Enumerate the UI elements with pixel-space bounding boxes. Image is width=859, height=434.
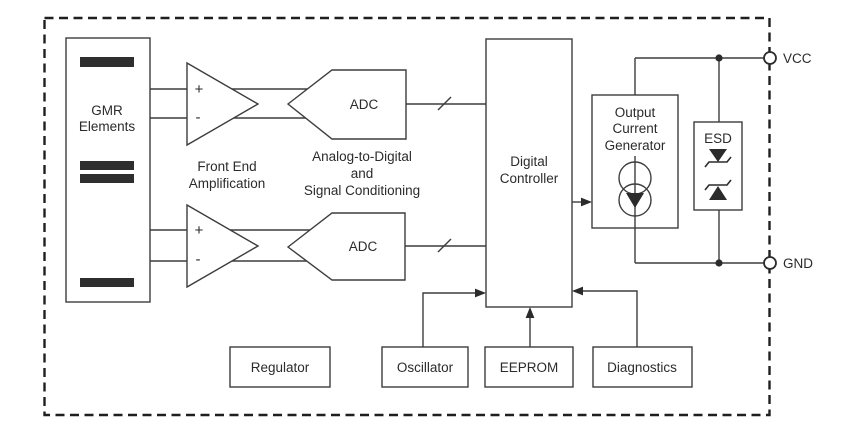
current-source-icon (618, 156, 652, 228)
adc-bottom-label: ADC (349, 239, 378, 254)
wire-oscillator-controller (422, 292, 477, 347)
gmr-element-bar (80, 278, 134, 287)
bus-slash-top (437, 96, 452, 111)
bus-slash-bottom (437, 238, 452, 253)
arrowhead-right-icon (475, 288, 486, 298)
zener-triangle (709, 186, 727, 200)
amp-plus-label: + (195, 81, 204, 98)
front-end-caption: Front End (197, 159, 256, 174)
zener-diode-bottom-icon (704, 179, 732, 200)
diagnostics-box (592, 346, 693, 388)
junction-dot (715, 54, 723, 62)
adc-bottom-block (286, 212, 406, 281)
ocg-label: Generator (605, 138, 666, 153)
eeprom-box (484, 346, 574, 388)
digital-controller-label: Digital (510, 154, 548, 169)
ocg-label: Output (615, 105, 656, 120)
gmr-elements-label: Elements (79, 119, 136, 134)
arrowhead-left-icon (572, 286, 583, 296)
amp-plus-label: + (195, 222, 204, 239)
amp-minus-label: - (196, 109, 201, 126)
current-arrow-icon (626, 193, 644, 208)
front-end-caption: Amplification (189, 176, 266, 191)
vcc-label: VCC (783, 51, 812, 66)
zener-diode-top-icon (704, 149, 732, 168)
eeprom-label: EEPROM (500, 360, 559, 375)
adc-top-label: ADC (350, 97, 379, 112)
oscillator-label: Oscillator (397, 360, 454, 375)
wire-diagnostics-controller (581, 290, 638, 347)
oscillator-box (381, 346, 469, 388)
gnd-terminal (763, 256, 777, 270)
gmr-element-bar (80, 57, 134, 67)
front-end-amplifier-bottom (186, 203, 260, 289)
adc-caption: and (351, 166, 374, 181)
adc-top-block (286, 69, 407, 140)
adc-caption: Signal Conditioning (304, 183, 420, 198)
zener-bar (704, 156, 732, 168)
digital-controller-box (485, 38, 573, 308)
regulator-box (229, 346, 331, 388)
gmr-element-bar (80, 161, 134, 170)
adc-caption: Analog-to-Digital (312, 149, 412, 164)
digital-controller-label: Controller (500, 171, 559, 186)
gmr-elements-label: GMR (91, 103, 123, 118)
ocg-label: Current (612, 121, 657, 136)
current-source-circle (618, 183, 652, 217)
vcc-terminal (763, 51, 777, 65)
gmr-element-bar (80, 174, 134, 183)
zener-triangle (709, 149, 727, 162)
esd-label: ESD (704, 131, 732, 146)
chip-boundary-dashed (43, 16, 771, 417)
arrowhead-up-icon (525, 307, 535, 318)
arrowhead-right-icon (581, 197, 592, 207)
gnd-label: GND (783, 256, 813, 271)
regulator-label: Regulator (251, 360, 310, 375)
diagnostics-label: Diagnostics (607, 360, 677, 375)
zener-bar (704, 179, 732, 191)
junction-dot (715, 259, 723, 267)
front-end-amplifier-top (186, 61, 260, 147)
amp-minus-label: - (196, 251, 201, 268)
